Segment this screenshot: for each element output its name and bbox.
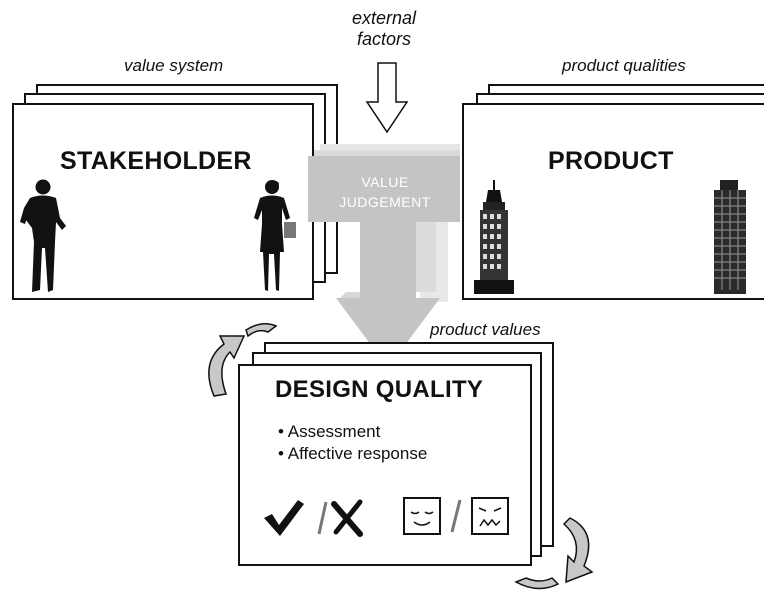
modern-skyscraper-icon	[714, 180, 746, 294]
cross-icon	[331, 499, 363, 537]
external-factors-arrow-icon	[365, 62, 409, 134]
external-factors-line2: factors	[356, 29, 412, 49]
assessment-icons	[264, 499, 363, 537]
product-card	[462, 103, 764, 300]
product-qualities-label: product qualities	[562, 56, 686, 75]
businessman-silhouette-icon	[20, 179, 66, 292]
external-factors-label: external factors	[349, 8, 419, 50]
external-factors-line1: external	[351, 8, 417, 28]
design-quality-bullets: • Assessment • Affective response	[278, 421, 427, 465]
affective-icons	[403, 497, 509, 535]
cycle-arrow-left-icon	[208, 323, 278, 397]
value-judgement-label: VALUE JUDGEMENT	[330, 172, 440, 212]
bullet-assessment: • Assessment	[278, 422, 381, 441]
design-quality-title: DESIGN QUALITY	[275, 376, 484, 403]
value-judgement-arrow-icon	[308, 144, 460, 368]
value-system-label: value system	[124, 56, 224, 75]
checkmark-icon	[264, 500, 304, 536]
product-title: PRODUCT	[548, 147, 674, 175]
value-judgement-line2: JUDGEMENT	[339, 194, 431, 210]
stakeholder-title: STAKEHOLDER	[60, 147, 252, 175]
value-judgement-line1: VALUE	[361, 174, 409, 190]
slash-divider	[450, 499, 462, 533]
product-values-label: product values	[430, 320, 541, 339]
ornate-skyscraper-icon	[474, 180, 514, 294]
bullet-affective-response: • Affective response	[278, 444, 428, 463]
cycle-arrow-right-icon	[514, 517, 594, 590]
businesswoman-silhouette-icon	[254, 180, 296, 291]
slash-divider	[317, 501, 328, 535]
happy-face-icon	[403, 497, 441, 535]
sad-face-icon	[471, 497, 509, 535]
